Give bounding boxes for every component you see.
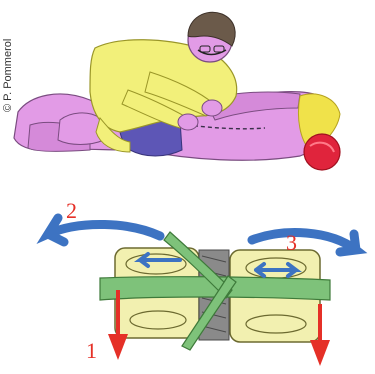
copyright-label: © P. Pommerol bbox=[2, 2, 16, 112]
spine-diagram: 2 1 3 bbox=[48, 198, 356, 366]
step-number-1: 1 bbox=[86, 338, 97, 363]
rescue-scene bbox=[14, 12, 340, 170]
rotation-arrow-right bbox=[252, 233, 356, 252]
step-number-2: 2 bbox=[66, 198, 77, 223]
rotation-arrow-left bbox=[48, 218, 160, 242]
step-number-3: 3 bbox=[286, 230, 297, 255]
